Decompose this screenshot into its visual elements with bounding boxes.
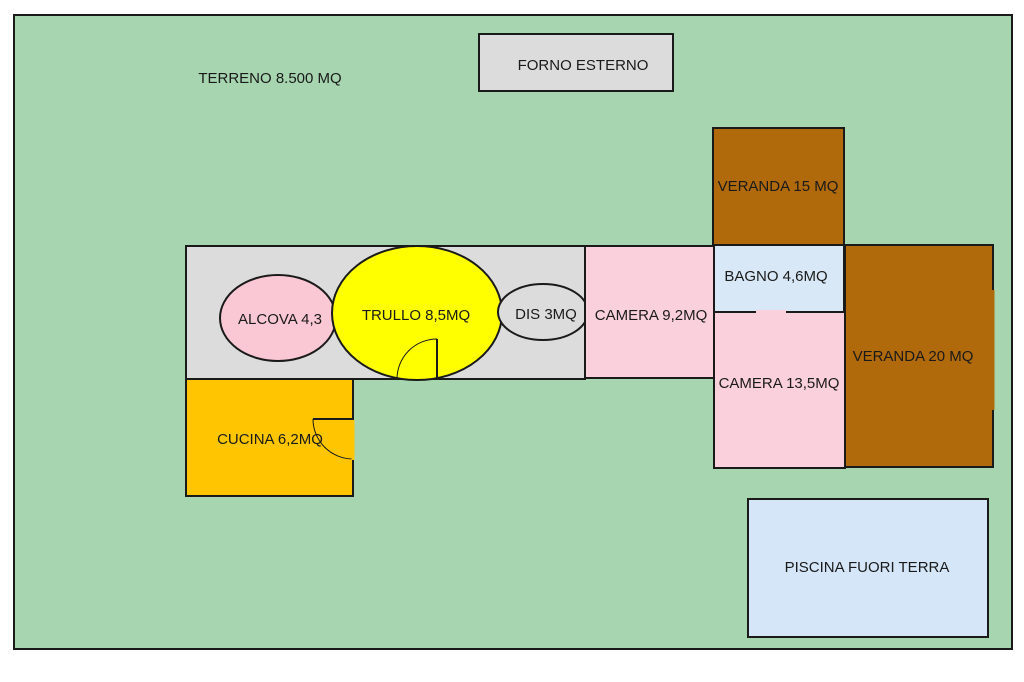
bagno-room (713, 244, 845, 313)
bagno-label: BAGNO 4,6MQ (724, 268, 827, 285)
cucina-label: CUCINA 6,2MQ (217, 431, 323, 448)
piscina (747, 498, 989, 638)
forno-label: FORNO ESTERNO (518, 57, 649, 74)
trullo-door-swing (396, 338, 438, 380)
piscina-label: PISCINA FUORI TERRA (785, 559, 950, 576)
veranda-15 (712, 127, 845, 246)
forno-esterno (478, 33, 674, 92)
dis-label: DIS 3MQ (515, 306, 577, 323)
camera-9-room (584, 245, 715, 379)
terreno-label: TERRENO 8.500 MQ (198, 70, 341, 87)
veranda-15-label: VERANDA 15 MQ (718, 178, 839, 195)
trullo-label: TRULLO 8,5MQ (362, 307, 470, 324)
alcova-label: ALCOVA 4,3 (238, 311, 322, 328)
camera-9-label: CAMERA 9,2MQ (595, 307, 708, 324)
veranda-20-label: VERANDA 20 MQ (853, 348, 974, 365)
cucina-room (185, 378, 354, 497)
bagno-door-gap (756, 310, 786, 314)
camera-13-label: CAMERA 13,5MQ (719, 375, 840, 392)
cucina-door-swing (312, 418, 354, 460)
